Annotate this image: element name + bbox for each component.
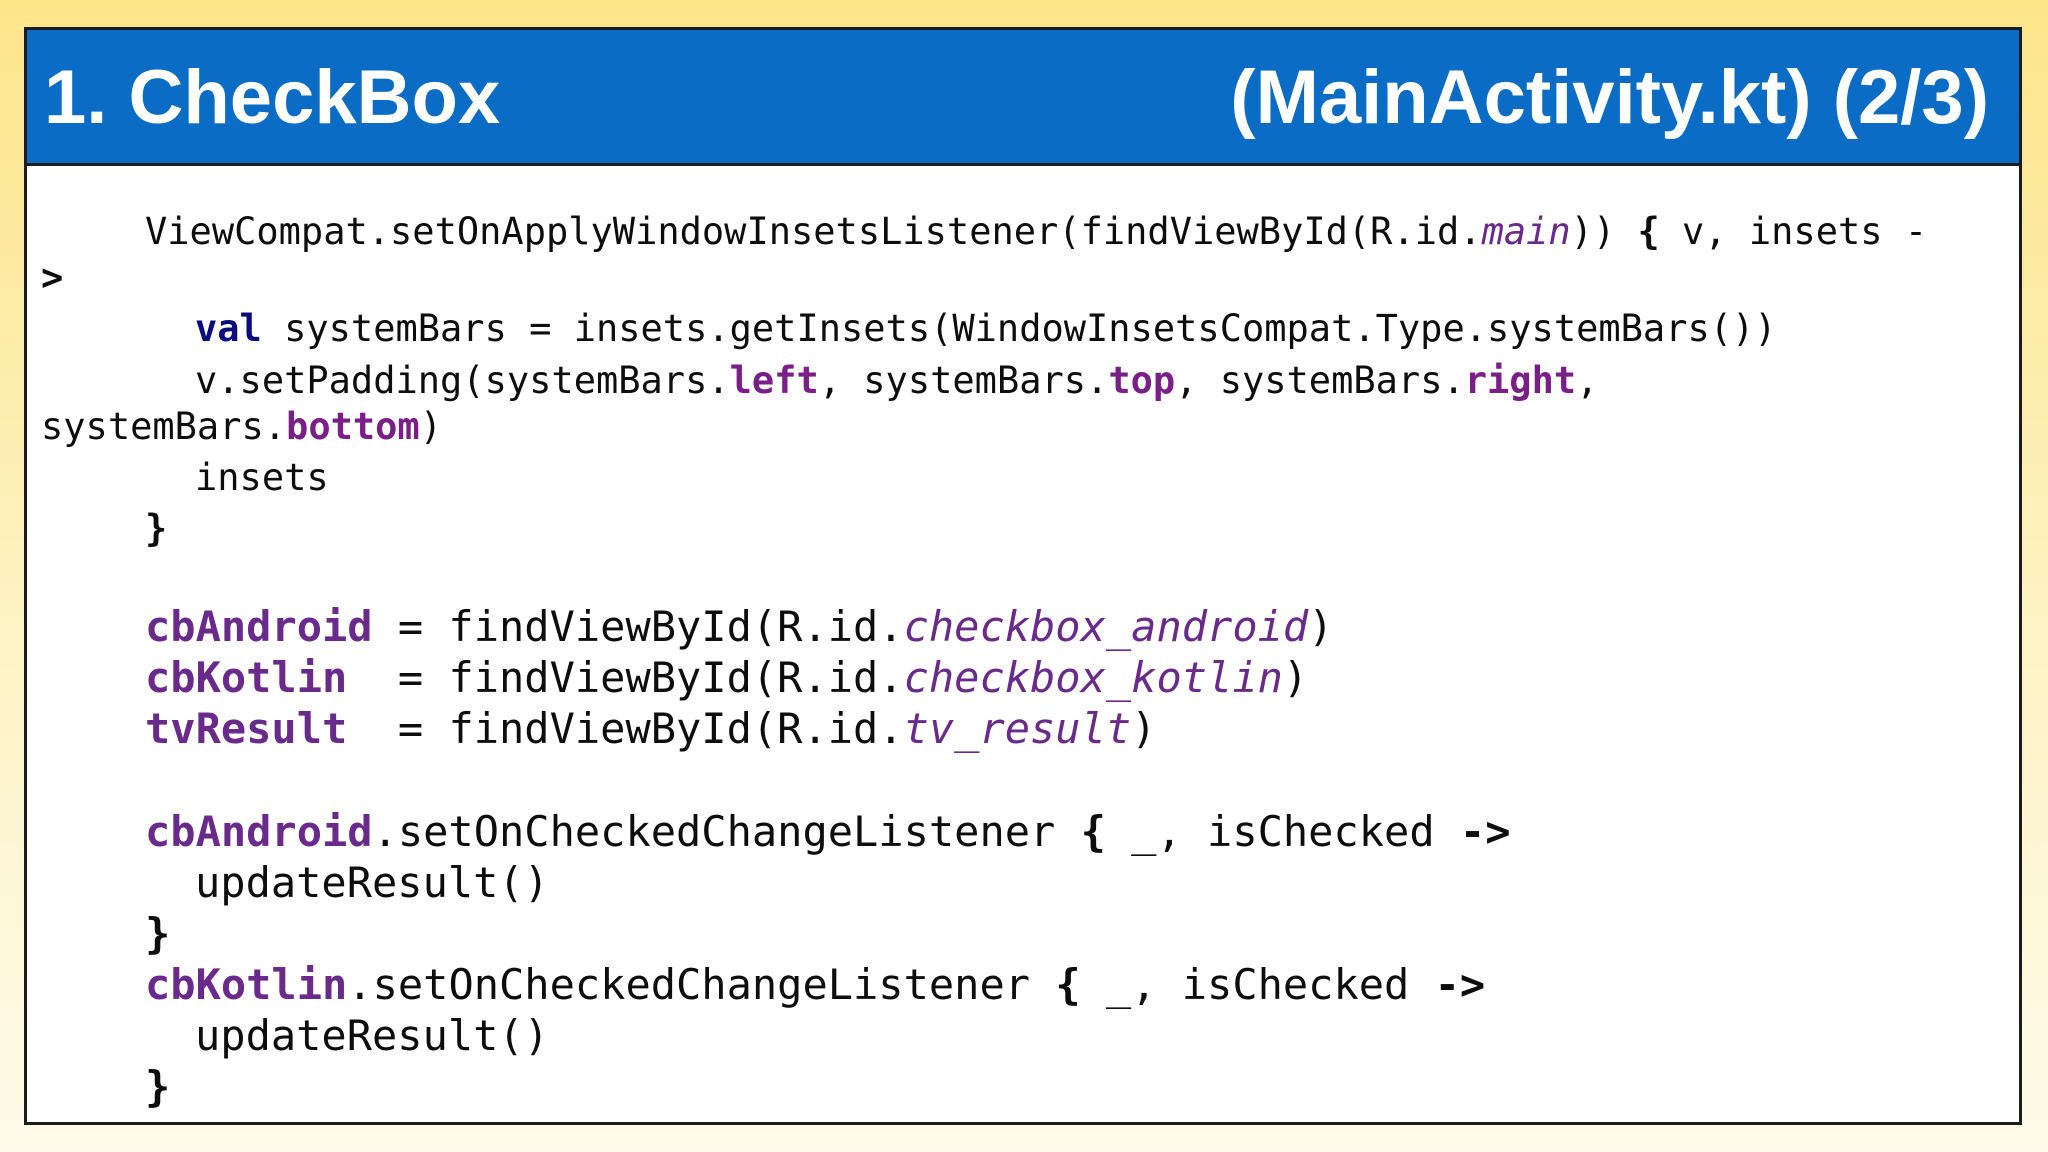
variable: cbKotlin (145, 960, 348, 1009)
code-text: _, isChecked (1105, 807, 1460, 856)
code-line-16: } (145, 1062, 171, 1111)
code-text: v.setPadding(systemBars. (195, 359, 730, 402)
code-line-3: val systemBars = insets.getInsets(Window… (195, 308, 1777, 350)
property: right (1464, 359, 1577, 402)
code-block: ViewCompat.setOnApplyWindowInsetsListene… (27, 166, 2019, 1123)
variable: tvResult (145, 704, 348, 753)
code-text: , systemBars. (818, 359, 1109, 402)
title-bar: 1. CheckBox (MainActivity.kt) (2/3) (27, 30, 2019, 166)
variable: cbKotlin (145, 653, 348, 702)
code-text: ) (1282, 653, 1309, 702)
code-line-2: > (41, 256, 64, 299)
resource-id: checkbox_kotlin (903, 653, 1283, 702)
brace: { (1055, 960, 1081, 1009)
code-line-13: } (145, 909, 171, 958)
code-text: .setOnCheckedChangeListener (347, 960, 1056, 1009)
code-text: .setOnCheckedChangeListener (372, 807, 1081, 856)
code-line-4: v.setPadding(systemBars.left, systemBars… (195, 360, 1598, 402)
code-line-7: } (145, 507, 168, 550)
code-text: = findViewById(R.id. (372, 602, 904, 651)
code-line-11: cbAndroid.setOnCheckedChangeListener { _… (145, 808, 1510, 856)
brace: { (1080, 807, 1106, 856)
code-text: v, insets - (1659, 210, 1928, 253)
property: top (1108, 359, 1176, 402)
variable: cbAndroid (145, 602, 373, 651)
code-text: systemBars. (41, 405, 287, 448)
code-line-12: updateResult() (195, 858, 550, 907)
arrow: -> (1434, 960, 1486, 1009)
keyword-val: val (195, 307, 262, 350)
code-text: = findViewById(R.id. (347, 704, 904, 753)
code-text: ) (1131, 704, 1157, 753)
arrow: -> (1459, 807, 1511, 856)
variable: cbAndroid (145, 807, 373, 856)
slide-title: 1. CheckBox (44, 55, 501, 140)
code-text: systemBars = insets.getInsets(WindowInse… (261, 307, 1777, 350)
code-text: , (1576, 359, 1599, 402)
property: bottom (286, 405, 420, 448)
code-text: ) (1308, 602, 1334, 651)
code-line-1: ViewCompat.setOnApplyWindowInsetsListene… (145, 211, 1927, 253)
code-line-15: updateResult() (195, 1011, 550, 1060)
slide-subtitle: (MainActivity.kt) (2/3) (1230, 55, 1989, 140)
code-line-5: systemBars.bottom) (41, 406, 442, 448)
resource-id: main (1481, 210, 1571, 253)
brace: { (1637, 210, 1660, 253)
code-text: ViewCompat.setOnApplyWindowInsetsListene… (145, 210, 1482, 253)
code-text: _, isChecked (1080, 960, 1435, 1009)
code-text: , systemBars. (1175, 359, 1465, 402)
slide: 1. CheckBox (MainActivity.kt) (2/3) View… (24, 27, 2022, 1125)
code-line-6: insets (195, 456, 329, 499)
property: left (729, 359, 819, 402)
code-text: ) (419, 405, 442, 448)
resource-id: checkbox_android (903, 602, 1309, 651)
resource-id: tv_result (903, 704, 1132, 753)
code-line-9: cbKotlin = findViewById(R.id.checkbox_ko… (145, 654, 1308, 702)
code-text: )) (1570, 210, 1638, 253)
code-text: = findViewById(R.id. (347, 653, 904, 702)
code-line-8: cbAndroid = findViewById(R.id.checkbox_a… (145, 603, 1333, 651)
code-line-10: tvResult = findViewById(R.id.tv_result) (145, 705, 1156, 753)
code-line-17: } (95, 1119, 117, 1123)
code-line-14: cbKotlin.setOnCheckedChangeListener { _,… (145, 961, 1485, 1009)
